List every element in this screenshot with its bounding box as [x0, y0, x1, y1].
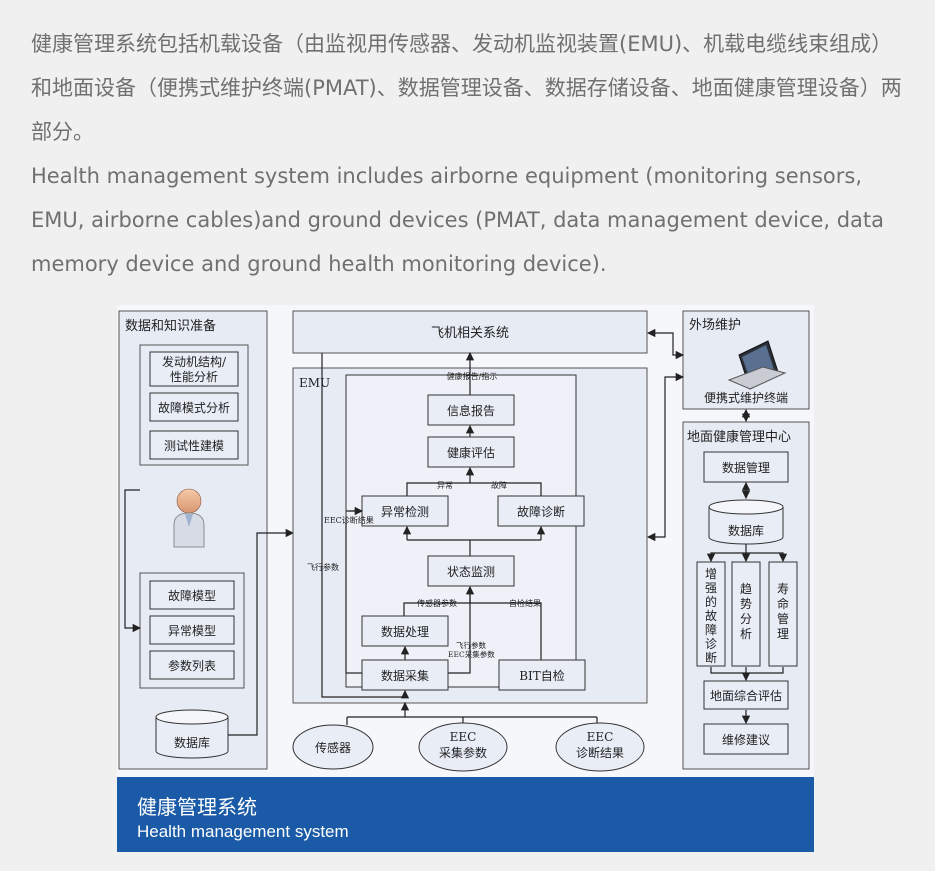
anomaly-model-box — [149, 615, 235, 645]
enhanced-diagnosis-char: 强 — [705, 581, 717, 595]
eec-diag-result-label: EEC诊断结果 — [324, 515, 374, 525]
field-maintenance-title: 外场维护 — [689, 318, 741, 333]
intro-chinese: 健康管理系统包括机载设备（由监视用传感器、发动机监视装置(EMU)、机载电缆线束… — [31, 32, 902, 144]
caption-bar: 健康管理系统 Health management system — [117, 777, 814, 852]
fault-label: 故障 — [491, 480, 507, 490]
caption-chinese: 健康管理系统 — [137, 795, 257, 819]
testability-modeling-box — [149, 430, 239, 460]
emu-panel: EMU 健康报告/指示 信息报告 健康评估 异常 故障 异常检测 故障诊断 EE… — [292, 351, 648, 704]
data-processing-label: 数据处理 — [381, 624, 429, 639]
eec-collect-line2: 采集参数 — [439, 745, 487, 760]
life-management-char: 命 — [777, 596, 789, 611]
fault-model-label: 故障模型 — [168, 588, 216, 603]
enhanced-diagnosis-char: 断 — [705, 650, 717, 665]
ground-database-cylinder: 数据库 — [708, 499, 784, 545]
bit-self-test-box — [498, 659, 586, 691]
left-database-label: 数据库 — [174, 735, 210, 750]
data-acquisition-box — [361, 659, 449, 691]
enhanced-diagnosis-char: 故 — [705, 608, 717, 623]
data-management-label: 数据管理 — [722, 460, 770, 475]
health-report-label: 健康报告/指示 — [447, 371, 498, 381]
data-processing-box — [361, 615, 449, 647]
ground-center-title: 地面健康管理中心 — [687, 429, 791, 445]
emu-label: EMU — [299, 376, 330, 390]
engine-structure-line2: 性能分析 — [170, 370, 218, 384]
eec-collect-ellipse — [418, 722, 508, 772]
fault-diagnosis-box — [497, 495, 585, 527]
fault-model-box — [149, 580, 235, 610]
parameter-list-box — [149, 650, 235, 680]
engine-structure-line1: 发动机结构/ — [162, 354, 227, 369]
life-management-char: 理 — [777, 627, 789, 641]
bit-self-test-label: BIT自检 — [519, 668, 565, 683]
anomaly-model-label: 异常模型 — [168, 624, 216, 638]
ground-center-panel: 地面健康管理中心 数据管理 数据库 增 强 的 故 障 诊 断 趋 势 分 — [682, 421, 810, 770]
data-management-box — [703, 451, 789, 483]
data-acquisition-label: 数据采集 — [381, 668, 429, 683]
left-database-cylinder: 数据库 — [155, 709, 229, 759]
eec-diag-ellipse — [555, 722, 645, 772]
fault-mode-analysis-box — [149, 392, 239, 422]
intro-english: Health management system includes airbor… — [31, 164, 885, 276]
system-diagram: 数据和知识准备 发动机结构/ 性能分析 故障模式分析 测试性建模 故障模型 异常… — [117, 305, 814, 777]
fault-mode-analysis-label: 故障模式分析 — [158, 400, 230, 415]
eec-diag-line2: 诊断结果 — [576, 745, 624, 760]
field-maintenance-panel: 外场维护 便携式维护终端 — [682, 310, 810, 410]
anomaly-label: 异常 — [437, 481, 453, 490]
ground-database-label: 数据库 — [728, 523, 764, 538]
trend-analysis-char: 趋 — [740, 582, 752, 596]
status-monitoring-label: 状态监测 — [447, 565, 495, 579]
ground-assessment-box — [703, 680, 789, 710]
life-management-char: 管 — [777, 611, 789, 626]
person-icon — [173, 488, 205, 548]
left-panel: 数据和知识准备 发动机结构/ 性能分析 故障模式分析 测试性建模 故障模型 异常… — [118, 310, 295, 770]
ground-assessment-label: 地面综合评估 — [710, 688, 782, 703]
anomaly-detection-label: 异常检测 — [381, 504, 429, 519]
sensor-params-label: 传感器参数 — [417, 598, 457, 608]
info-report-label: 信息报告 — [447, 403, 495, 418]
flight-params-label: 飞行参数 — [307, 562, 339, 572]
sensor-ellipse — [292, 724, 374, 770]
aircraft-systems-label: 飞机相关系统 — [431, 326, 509, 341]
fault-diagnosis-label: 故障诊断 — [517, 504, 565, 519]
parameter-list-label: 参数列表 — [168, 658, 216, 673]
eec-diag-line1: EEC — [587, 730, 614, 744]
trend-analysis-char: 析 — [740, 627, 752, 641]
trend-analysis-char: 势 — [740, 597, 752, 611]
life-management-box — [768, 561, 798, 667]
engine-structure-box — [149, 351, 239, 387]
aircraft-systems-box — [292, 310, 648, 354]
intro-text: 健康管理系统包括机载设备（由监视用传感器、发动机监视装置(EMU)、机载电缆线束… — [31, 22, 911, 286]
trend-analysis-box — [731, 561, 761, 667]
enhanced-diagnosis-char: 障 — [705, 622, 717, 637]
eec-collect-params-label: EEC采集参数 — [448, 649, 495, 659]
health-assessment-label: 健康评估 — [447, 445, 495, 460]
maintenance-advice-label: 维修建议 — [722, 732, 770, 747]
sensor-label: 传感器 — [315, 740, 351, 755]
enhanced-diagnosis-box — [696, 561, 726, 667]
portable-terminal-label: 便携式维护终端 — [704, 390, 788, 405]
status-monitoring-box — [427, 555, 515, 587]
trend-analysis-char: 分 — [740, 612, 752, 626]
self-test-result-label: 自检结果 — [509, 598, 541, 608]
flight-params-label-2: 飞行参数 — [456, 640, 486, 650]
testability-modeling-label: 测试性建模 — [164, 438, 224, 453]
caption-english: Health management system — [137, 822, 349, 841]
enhanced-diagnosis-char: 的 — [705, 594, 717, 609]
laptop-icon — [727, 340, 787, 390]
maintenance-advice-box — [703, 723, 789, 755]
health-assessment-box — [427, 436, 515, 468]
life-management-char: 寿 — [777, 582, 789, 596]
eec-collect-line1: EEC — [450, 730, 477, 744]
enhanced-diagnosis-char: 增 — [705, 567, 717, 581]
left-panel-title: 数据和知识准备 — [125, 318, 216, 334]
enhanced-diagnosis-char: 诊 — [705, 637, 717, 651]
